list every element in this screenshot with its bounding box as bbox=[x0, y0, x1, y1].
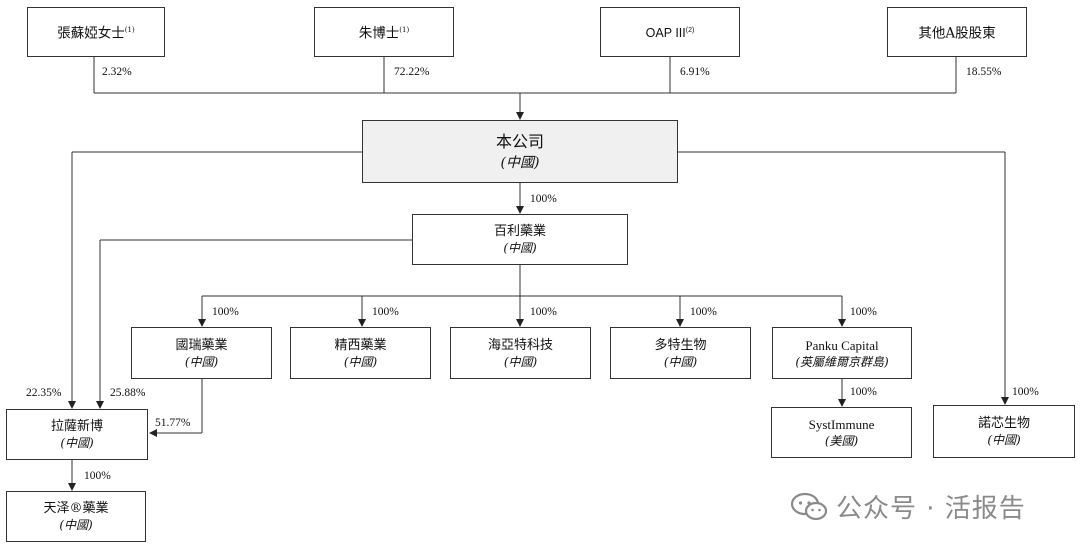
lasa-box: 拉薩新博 (中國) bbox=[6, 409, 148, 460]
pct-lasa-guorui: 51.77% bbox=[155, 417, 191, 429]
pct-guorui: 100% bbox=[212, 306, 239, 318]
duote-name: 多特生物 bbox=[654, 337, 707, 353]
shareholder-others-box: 其他A股股東 bbox=[887, 7, 1027, 57]
duote-box: 多特生物 (中國) bbox=[610, 327, 751, 379]
pct-duote: 100% bbox=[690, 306, 717, 318]
duote-sub: (中國) bbox=[663, 354, 698, 369]
tianze-name: 天泽®藥業 bbox=[43, 501, 109, 516]
pct-jingxi: 100% bbox=[372, 306, 399, 318]
jingxi-box: 精西藥業 (中國) bbox=[290, 327, 431, 379]
tianze-sub: (中國) bbox=[59, 518, 93, 532]
pct-baili: 100% bbox=[530, 193, 557, 205]
company-box: 本公司 (中國) bbox=[362, 120, 678, 183]
shareholder-others-name: 其他A股股東 bbox=[918, 25, 996, 42]
nuoxin-name: 諾芯生物 bbox=[977, 416, 1030, 431]
baili-sub: (中國) bbox=[503, 241, 537, 255]
tianze-box: 天泽®藥業 (中國) bbox=[6, 491, 146, 542]
systimmune-sub: (美國) bbox=[824, 434, 859, 448]
pct-haiyate: 100% bbox=[530, 306, 557, 318]
company-name: 本公司 bbox=[495, 131, 544, 151]
systimmune-box: SystImmune (美國) bbox=[771, 407, 912, 458]
company-sub: (中國) bbox=[500, 154, 540, 171]
pct-zhu: 72.22% bbox=[394, 66, 430, 78]
baili-box: 百利藥業 (中國) bbox=[412, 214, 628, 265]
wechat-icon bbox=[790, 492, 828, 520]
watermark-text: 公众号 · 活报告 bbox=[836, 494, 1026, 524]
pct-oap: 6.91% bbox=[680, 66, 710, 78]
haiyate-name: 海亞特科技 bbox=[487, 337, 553, 353]
guorui-sub: (中國) bbox=[184, 354, 219, 369]
nuoxin-sub: (中國) bbox=[987, 433, 1021, 447]
guorui-name: 國瑞藥業 bbox=[175, 337, 228, 353]
panku-name: Panku Capital bbox=[805, 337, 879, 353]
panku-box: Panku Capital (英屬維爾京群島) bbox=[772, 327, 912, 379]
shareholder-oap-name: OAP III(2) bbox=[645, 26, 695, 41]
pct-panku: 100% bbox=[850, 306, 877, 318]
guorui-box: 國瑞藥業 (中國) bbox=[131, 327, 272, 379]
shareholder-zhu-name: 朱博士(1) bbox=[358, 25, 410, 42]
lasa-name: 拉薩新博 bbox=[50, 419, 103, 434]
pct-others: 18.55% bbox=[966, 66, 1002, 78]
shareholder-oap-box: OAP III(2) bbox=[600, 7, 740, 57]
systimmune-name: SystImmune bbox=[808, 417, 875, 432]
pct-lasa-company: 22.35% bbox=[26, 387, 62, 399]
pct-lasa-baili: 25.88% bbox=[110, 387, 146, 399]
jingxi-sub: (中國) bbox=[343, 354, 378, 369]
shareholder-zhang-name: 張蘇婭女士(1) bbox=[57, 25, 135, 42]
pct-zhang: 2.32% bbox=[102, 66, 132, 78]
jingxi-name: 精西藥業 bbox=[334, 337, 387, 353]
shareholder-zhang-box: 張蘇婭女士(1) bbox=[27, 7, 165, 57]
watermark: 公众号 · 活报告 bbox=[790, 488, 1026, 525]
nuoxin-box: 諾芯生物 (中國) bbox=[933, 405, 1075, 458]
haiyate-box: 海亞特科技 (中國) bbox=[450, 327, 591, 379]
pct-nuoxin: 100% bbox=[1012, 386, 1039, 398]
lasa-sub: (中國) bbox=[60, 436, 94, 450]
shareholder-zhu-box: 朱博士(1) bbox=[314, 7, 454, 57]
pct-systimmune: 100% bbox=[850, 386, 877, 398]
pct-tianze: 100% bbox=[84, 470, 111, 482]
haiyate-sub: (中國) bbox=[503, 354, 538, 369]
panku-sub: (英屬維爾京群島) bbox=[795, 354, 889, 369]
baili-name: 百利藥業 bbox=[493, 224, 546, 239]
